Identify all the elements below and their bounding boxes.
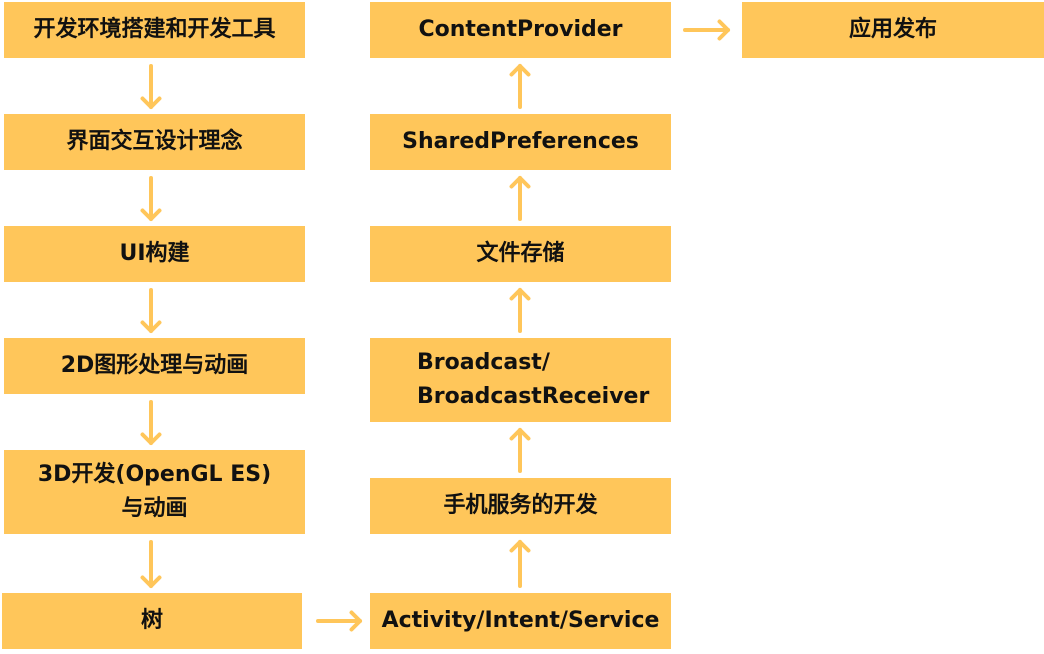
arrow-n9-n10 — [509, 288, 531, 333]
node-broadcast-receiver: Broadcast/ BroadcastReceiver — [370, 338, 671, 422]
arrow-n12-n13 — [683, 19, 730, 41]
arrow-n10-n11 — [509, 176, 531, 221]
node-content-provider: ContentProvider — [370, 2, 671, 58]
arrow-n2-n3 — [140, 176, 162, 221]
node-ui-design-concept: 界面交互设计理念 — [4, 114, 305, 170]
arrow-n3-n4 — [140, 288, 162, 333]
node-3d-opengl: 3D开发(OpenGL ES) 与动画 — [4, 450, 305, 534]
node-dev-environment: 开发环境搭建和开发工具 — [4, 2, 305, 58]
arrow-n11-n12 — [509, 64, 531, 109]
node-2d-graphics: 2D图形处理与动画 — [4, 338, 305, 394]
node-app-release: 应用发布 — [742, 2, 1044, 58]
node-shared-preferences: SharedPreferences — [370, 114, 671, 170]
arrow-n4-n5 — [140, 400, 162, 445]
node-tree: 树 — [2, 593, 302, 649]
arrow-n8-n9 — [509, 428, 531, 473]
node-file-storage: 文件存储 — [370, 226, 671, 282]
node-phone-services: 手机服务的开发 — [370, 478, 671, 534]
node-ui-build: UI构建 — [4, 226, 305, 282]
node-activity-intent-service: Activity/Intent/Service — [370, 593, 671, 649]
arrow-n6-n7 — [316, 610, 362, 632]
arrow-n1-n2 — [140, 64, 162, 109]
arrow-n5-n6 — [140, 540, 162, 588]
arrow-n7-n8 — [509, 540, 531, 588]
